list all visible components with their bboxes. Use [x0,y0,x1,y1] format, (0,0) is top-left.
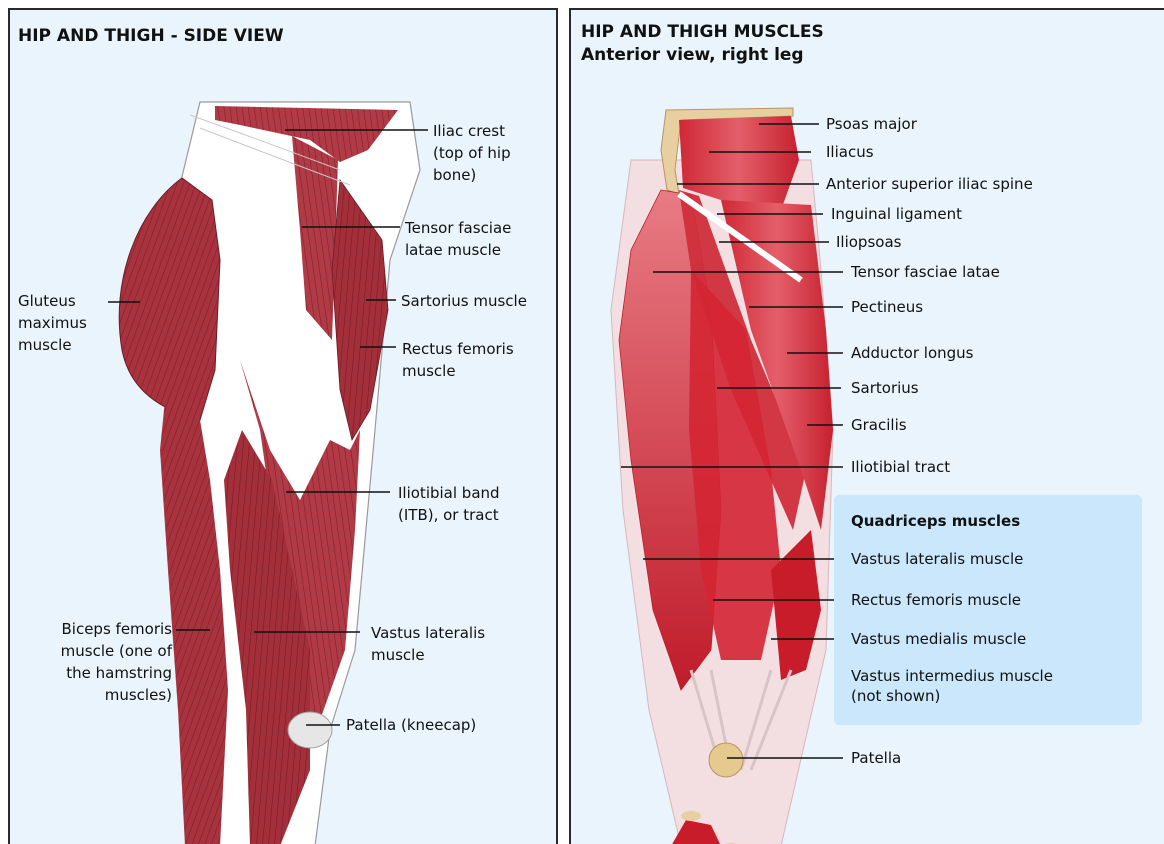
label-adductor-longus: Adductor longus [851,342,973,364]
label-patella: Patella (kneecap) [346,714,476,736]
quadriceps-heading: Quadriceps muscles [851,510,1020,532]
label-patella: Patella [851,747,901,769]
label-biceps-femoris: Biceps femoris muscle (one of the hamstr… [20,618,172,706]
label-sartorius: Sartorius [851,377,919,399]
label-psoas-major: Psoas major [826,113,917,135]
label-sartorius: Sartorius muscle [401,290,527,312]
anterior-view-panel: HIP AND THIGH MUSCLES Anterior view, rig… [569,8,1164,844]
label-pectineus: Pectineus [851,296,923,318]
label-iliotibial-tract: Iliotibial tract [851,456,950,478]
label-vastus-lateralis: Vastus lateralis muscle [371,622,485,666]
label-vastus-intermedius: Vastus intermedius muscle (not shown) [851,666,1053,706]
label-iliotibial-band: Iliotibial band (ITB), or tract [398,482,500,526]
label-vastus-lateralis: Vastus lateralis muscle [851,548,1023,570]
label-anterior-superior-iliac-spine: Anterior superior iliac spine [826,173,1033,195]
label-vastus-medialis: Vastus medialis muscle [851,628,1026,650]
label-inguinal-ligament: Inguinal ligament [831,203,962,225]
label-iliac-crest: Iliac crest (top of hip bone) [433,120,511,186]
label-tensor-fasciae-latae: Tensor fasciae latae muscle [405,217,511,261]
label-gluteus-maximus: Gluteus maximus muscle [18,290,87,356]
label-iliopsoas: Iliopsoas [836,231,901,253]
label-rectus-femoris: Rectus femoris muscle [402,338,514,382]
side-view-panel: HIP AND THIGH - SIDE VIEW [8,8,558,844]
label-rectus-femoris: Rectus femoris muscle [851,589,1021,611]
label-gracilis: Gracilis [851,414,907,436]
label-iliacus: Iliacus [826,141,874,163]
label-tensor-fasciae-latae: Tensor fasciae latae [851,261,1000,283]
